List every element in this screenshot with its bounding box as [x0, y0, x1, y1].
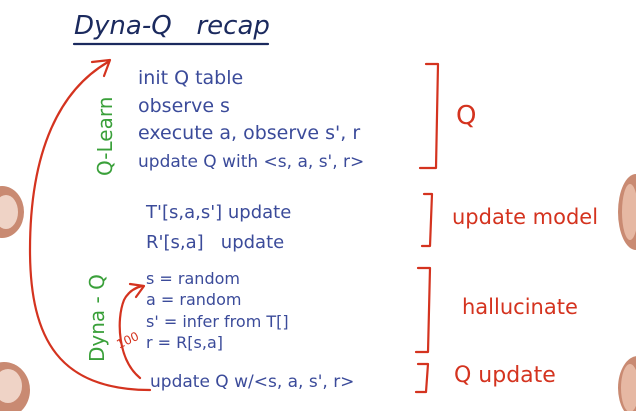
annotation-q: Q: [456, 101, 476, 131]
annotation-hallucinate: hallucinate: [462, 295, 578, 319]
q-learn-label: Q-Learn: [93, 97, 117, 176]
bracket-q: [418, 62, 440, 170]
hallucinate-steps: s = random a = random s' = infer from T[…: [146, 269, 289, 352]
loop-count-label: 100: [114, 329, 141, 351]
inner-loop-arrowhead: [128, 282, 146, 299]
annotation-q-update: Q update: [454, 363, 556, 388]
step-random-s: s = random: [146, 269, 240, 288]
step-reward-r: r = R[s,a]: [146, 333, 223, 352]
step-update-q: update Q with <s, a, s', r>: [138, 152, 364, 172]
step-execute: execute a, observe s', r: [138, 122, 360, 144]
dyna-q-label: Dyna - Q: [85, 274, 109, 362]
left-thumb-top: [0, 186, 24, 238]
bracket-hallucinate: [414, 266, 432, 354]
inner-loop-arrow: [118, 284, 144, 380]
step-init: init Q table: [138, 67, 243, 89]
step-update-r: R'[s,a] update: [146, 232, 284, 253]
outer-loop-arrowhead: [90, 58, 112, 78]
right-thumb-top: [618, 174, 636, 250]
left-thumb-bottom: [0, 362, 30, 411]
right-thumb-bottom: [618, 356, 636, 411]
step-update-t: T'[s,a,s'] update: [145, 202, 291, 223]
outer-loop-arrow: [28, 60, 152, 392]
annotation-update-model: update model: [452, 205, 598, 229]
page-title: Dyna-Q recap: [74, 11, 270, 41]
q-learning-steps: init Q table observe s execute a, observ…: [138, 67, 364, 172]
step-random-a: a = random: [146, 290, 241, 309]
step-infer-s: s' = infer from T[]: [146, 312, 289, 331]
model-steps: T'[s,a,s'] update R'[s,a] update: [145, 202, 291, 253]
step-final-update: update Q w/<s, a, s', r>: [150, 372, 354, 392]
bracket-model: [420, 192, 434, 248]
bracket-q-update: [414, 362, 430, 394]
step-observe: observe s: [138, 95, 230, 117]
